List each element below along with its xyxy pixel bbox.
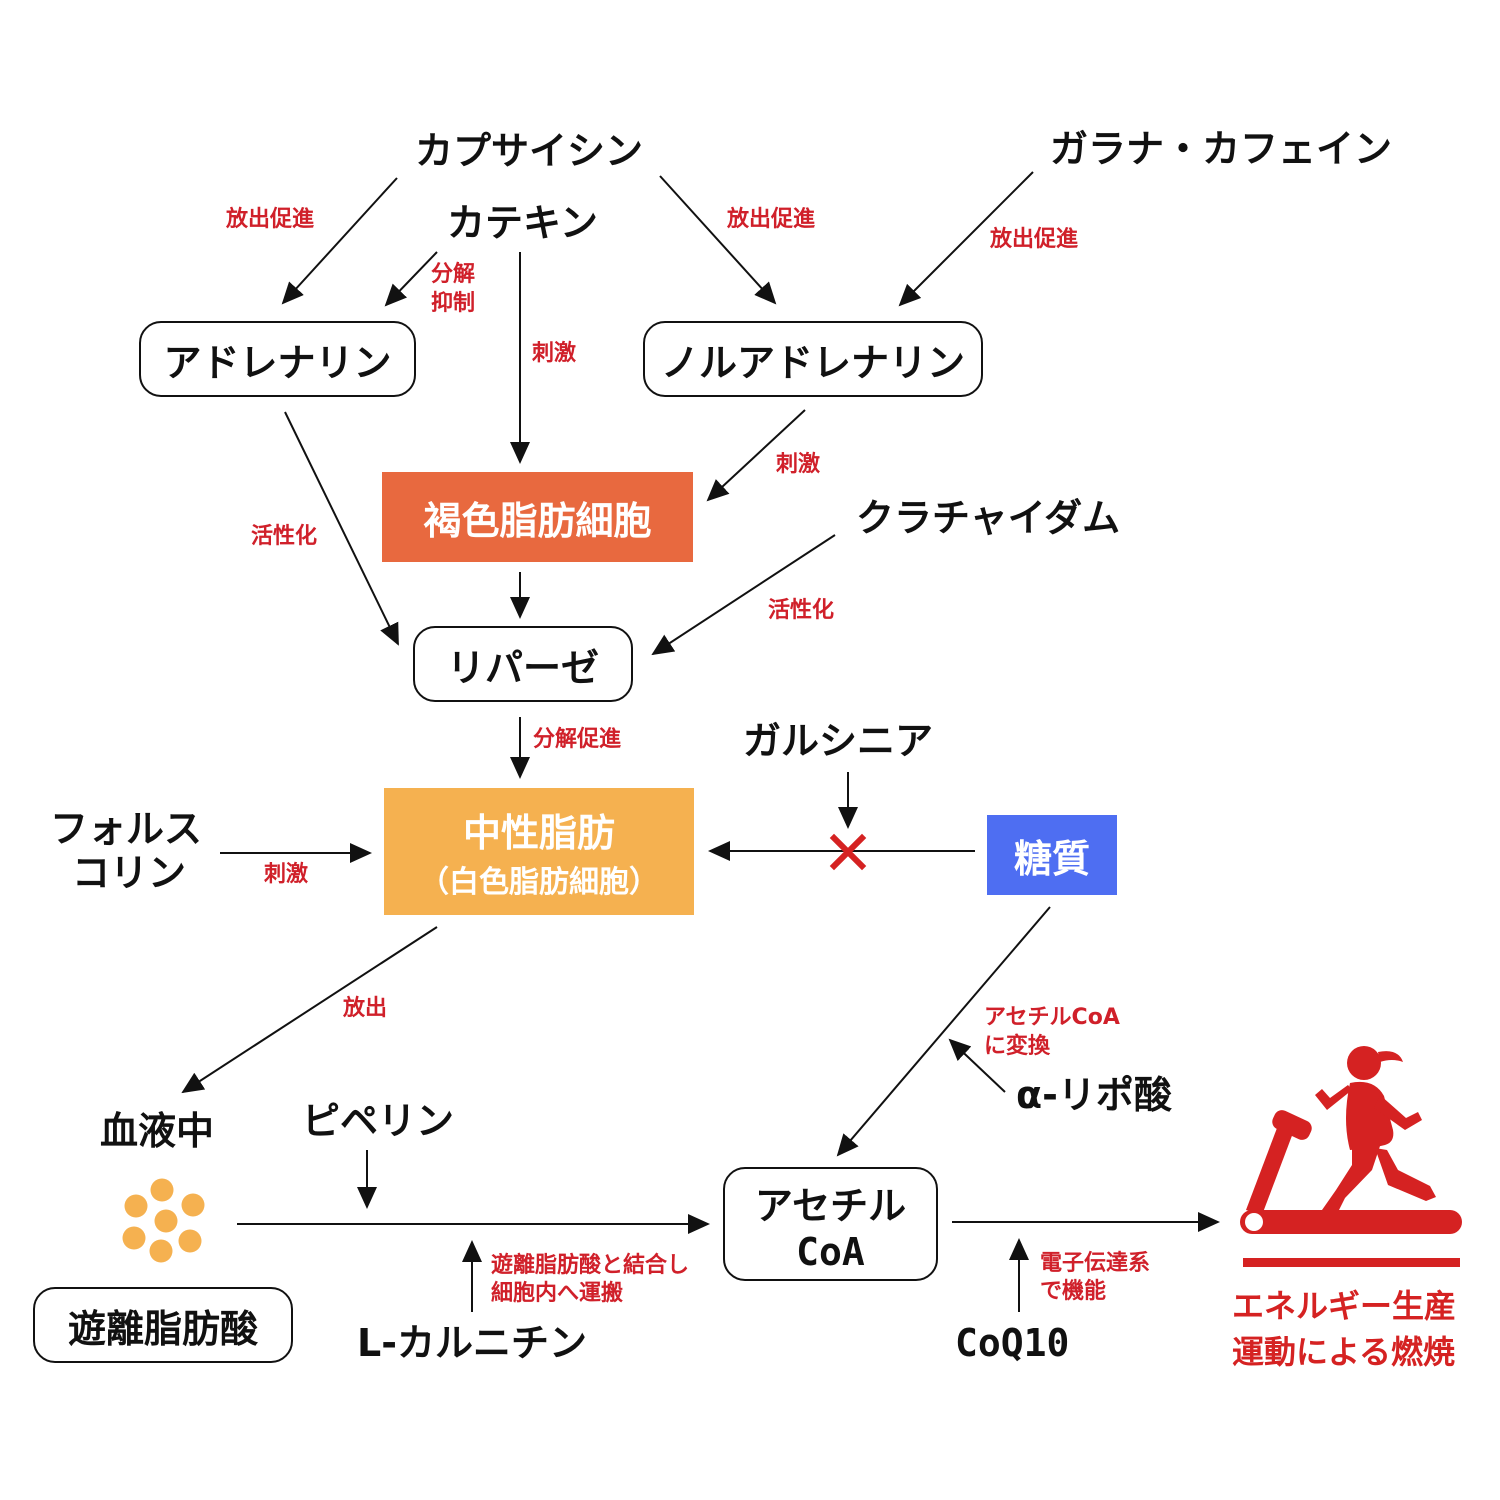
sugar-box: 糖質 xyxy=(987,815,1117,895)
garcinia: ガルシニア xyxy=(743,719,934,763)
krachaidam: クラチャイダム xyxy=(856,496,1121,540)
lipase-box: リパーゼ xyxy=(413,626,633,702)
guarana-caffeine: ガラナ・カフェイン xyxy=(1050,127,1393,171)
treadmill-runner-icon xyxy=(1240,1046,1462,1267)
forskolin-line1: フォルス xyxy=(50,807,203,851)
exercise-burning: 運動による燃焼 xyxy=(1232,1333,1456,1371)
brown-fat-cell-box: 褐色脂肪細胞 xyxy=(382,472,693,562)
arrow-noradrenaline-brownfat xyxy=(706,409,806,502)
label-release-promote-adrenaline: 放出促進 xyxy=(226,207,315,232)
label-release-promote-guarana: 放出促進 xyxy=(990,227,1079,252)
label-release-promote-noradrenaline: 放出促進 xyxy=(727,207,816,232)
label-etc-line2: で機能 xyxy=(1040,1279,1107,1304)
red-x-icon xyxy=(829,833,867,871)
in-blood: 血液中 xyxy=(100,1109,215,1153)
arrow-capsaicin-adrenaline xyxy=(281,177,398,305)
energy-production: エネルギー生産 xyxy=(1232,1287,1457,1325)
arrow-catechin-adrenaline xyxy=(384,251,438,307)
arrow-cardamom-lipase xyxy=(651,534,836,656)
sugar-label: 糖質 xyxy=(1013,836,1090,881)
fat-droplets-icon xyxy=(122,1178,205,1263)
label-stimulate-catechin: 刺激 xyxy=(532,341,577,366)
coa-label: CoA xyxy=(796,1229,865,1274)
label-acetyl-convert-line2: に変換 xyxy=(984,1034,1051,1059)
free-fatty-acid-box: 遊離脂肪酸 xyxy=(33,1287,293,1363)
noradrenaline-label: ノルアドレナリン xyxy=(660,340,965,385)
capsaicin: カプサイシン xyxy=(415,129,644,173)
label-stimulate-noradrenaline: 刺激 xyxy=(776,452,821,477)
alpha-lipoic-acid: α-リポ酸 xyxy=(1016,1073,1172,1117)
catechin: カテキン xyxy=(447,201,598,245)
arrow-guarana-noradrenaline xyxy=(898,171,1034,307)
label-activate-adrenaline: 活性化 xyxy=(251,524,318,549)
lipase-label: リパーゼ xyxy=(446,645,599,690)
adrenaline-box: アドレナリン xyxy=(139,321,416,397)
label-activate-krachaidam: 活性化 xyxy=(768,598,835,623)
neutral-fat-label: 中性脂肪 xyxy=(462,811,615,855)
piperine: ピペリン xyxy=(302,1099,455,1143)
forskolin-line2: コリン xyxy=(72,851,187,895)
label-carnitine-note-line2: 細胞内へ運搬 xyxy=(491,1281,624,1306)
arrow-capsaicin-noradrenaline xyxy=(659,175,777,305)
label-stimulate-forskolin: 刺激 xyxy=(264,862,309,887)
noradrenaline-box: ノルアドレナリン xyxy=(643,321,983,397)
white-fat-cell-label: （白色脂肪細胞） xyxy=(419,865,659,900)
label-decomp-promote: 分解促進 xyxy=(533,727,622,752)
label-release: 放出 xyxy=(343,996,388,1021)
label-etc-line1: 電子伝達系 xyxy=(1040,1251,1151,1276)
label-decomp-inhibit-line1: 分解 xyxy=(431,262,476,287)
adrenaline-label: アドレナリン xyxy=(163,340,392,385)
arrow-adrenaline-lipase xyxy=(284,411,399,646)
acetyl-coa-box: アセチル CoA xyxy=(723,1167,938,1281)
free-fatty-acid-label: 遊離脂肪酸 xyxy=(67,1306,258,1351)
arrow-sugar-acetyl xyxy=(836,906,1051,1157)
label-decomp-inhibit-line2: 抑制 xyxy=(431,291,476,316)
label-carnitine-note-line1: 遊離脂肪酸と結合し xyxy=(491,1253,690,1278)
coq10: CoQ10 xyxy=(955,1321,1070,1365)
label-acetyl-convert-line1: アセチルCoA xyxy=(984,1005,1120,1030)
l-carnitine: L-カルニチン xyxy=(357,1321,587,1365)
neutral-fat-box: 中性脂肪 （白色脂肪細胞） xyxy=(384,788,694,915)
arrow-lipoic-acid xyxy=(948,1038,1006,1093)
acetyl-label: アセチル xyxy=(754,1183,907,1228)
arrow-neutralfat-blood xyxy=(181,926,438,1094)
brown-fat-cell-label: 褐色脂肪細胞 xyxy=(423,498,652,543)
